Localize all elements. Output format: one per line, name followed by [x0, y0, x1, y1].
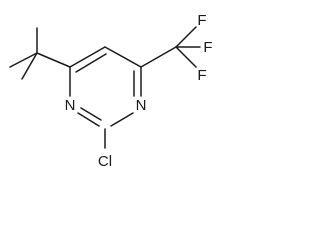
tert-butyl-group	[9, 27, 71, 80]
bond-c2-n3	[77, 112, 100, 127]
bond-c4-c5-double-inner	[75, 53, 107, 73]
pyrimidine-ring	[69, 46, 142, 149]
bond-c5-c6	[104, 46, 142, 68]
atom-label-n-right: N	[136, 97, 147, 114]
bond-c2-n3-double-inner	[80, 107, 102, 121]
bond-cf3-f-top	[175, 26, 197, 48]
bond-tbu-methyl-lower	[21, 52, 38, 80]
bond-tbu-to-ring	[36, 52, 71, 68]
atom-label-n-left: N	[65, 97, 76, 114]
bond-c4-c5-double	[69, 46, 106, 68]
atom-label-f-bottom: F	[197, 67, 206, 84]
bond-tbu-methyl-left	[9, 52, 38, 68]
structure-diagram: N N Cl F F F	[9, 12, 213, 170]
bond-cf3-f-bottom	[175, 46, 197, 68]
bond-n1-c2	[110, 112, 134, 127]
bond-ring-to-cf3	[140, 46, 177, 68]
trifluoromethyl-group	[140, 26, 201, 68]
atom-label-f-right: F	[203, 39, 212, 56]
atom-label-chlorine: Cl	[98, 153, 112, 170]
atom-label-f-top: F	[197, 12, 206, 29]
